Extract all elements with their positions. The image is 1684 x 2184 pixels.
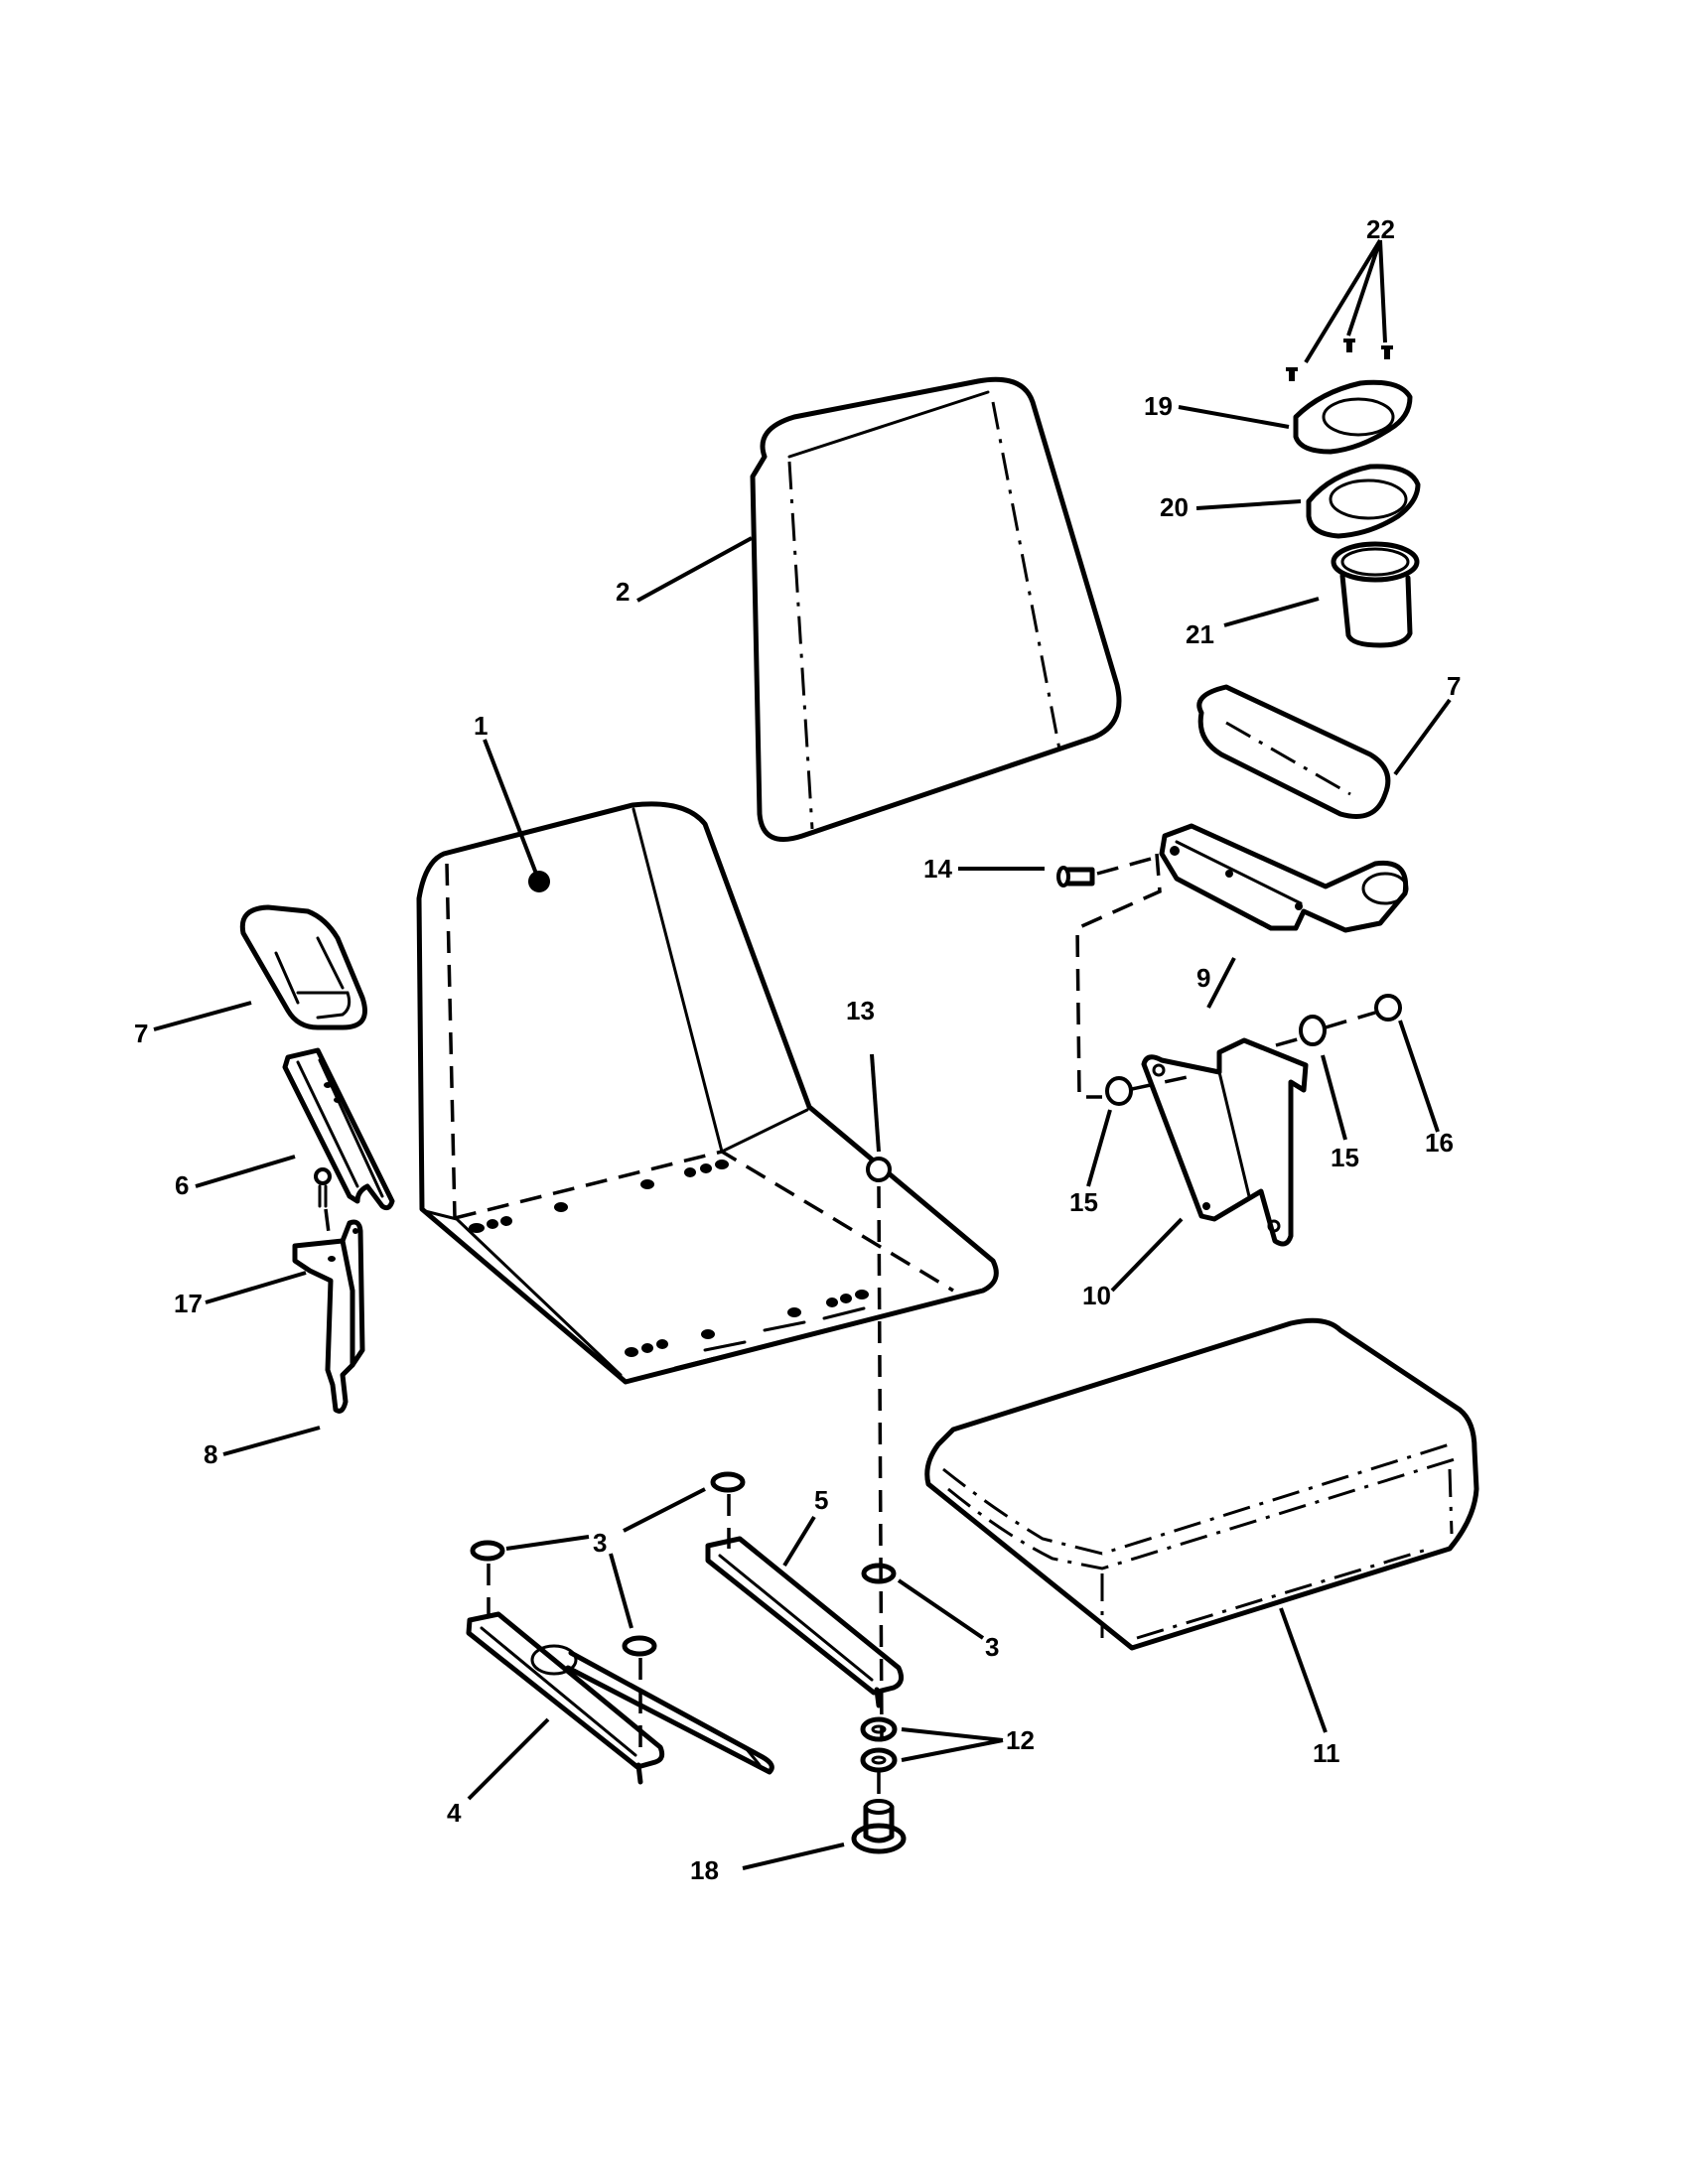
part-washers-3 — [470, 1471, 897, 1747]
callout-17: 17 — [174, 1289, 203, 1318]
part-cupholder-ring-19 — [1293, 379, 1413, 455]
callout-21: 21 — [1186, 619, 1214, 649]
part-spacer-18 — [851, 1799, 907, 1854]
part-nut-16 — [1374, 994, 1402, 1022]
callout-labels: 22 19 20 21 7 2 1 14 9 13 7 6 17 15 15 1… — [134, 214, 1461, 1885]
callout-11: 11 — [1313, 1738, 1340, 1768]
callout-16: 16 — [1425, 1128, 1454, 1158]
callout-1: 1 — [474, 711, 488, 741]
part-screw-17 — [314, 1167, 332, 1242]
callout-7-left: 7 — [134, 1019, 148, 1048]
part-washer-15-left — [1105, 1076, 1133, 1106]
part-screws-22 — [1286, 339, 1393, 381]
leader-lines — [153, 238, 1452, 1870]
callout-12: 12 — [1006, 1725, 1035, 1755]
callout-8: 8 — [204, 1439, 217, 1469]
callout-15-right: 15 — [1331, 1143, 1359, 1172]
dashed-line — [1275, 1011, 1376, 1047]
callout-22: 22 — [1366, 214, 1395, 244]
part-armrest-bracket-left — [282, 1047, 395, 1211]
callout-15-left: 15 — [1069, 1187, 1098, 1217]
callout-2: 2 — [616, 577, 630, 607]
reference-dot — [528, 871, 550, 892]
part-washer-15-right — [1299, 1015, 1327, 1046]
part-armrest-bracket-right — [1159, 823, 1409, 933]
part-cupholder-gasket-20 — [1306, 464, 1421, 539]
part-armrest-support-right — [1141, 1037, 1309, 1247]
callout-7-right: 7 — [1447, 671, 1461, 701]
callout-14: 14 — [923, 854, 952, 884]
dashed-line — [1131, 1073, 1197, 1091]
callout-6: 6 — [175, 1170, 189, 1200]
part-bolt-14 — [1056, 853, 1163, 1099]
callout-3-right: 3 — [985, 1632, 999, 1662]
part-slide-rail-5 — [705, 1536, 905, 1708]
part-seat-cushion — [924, 1317, 1479, 1651]
part-seat-pan-shell — [416, 801, 999, 1385]
callout-4: 4 — [447, 1798, 462, 1828]
callout-20: 20 — [1160, 492, 1189, 522]
callout-19: 19 — [1144, 391, 1173, 421]
part-slide-rail-4 — [466, 1611, 774, 1785]
callout-10: 10 — [1082, 1281, 1111, 1310]
part-cupholder-cup-21 — [1331, 541, 1420, 648]
part-armrest-pad-left — [239, 904, 367, 1030]
callout-9: 9 — [1196, 963, 1210, 993]
callout-13: 13 — [846, 996, 875, 1025]
part-armrest-support-left — [292, 1219, 365, 1414]
callout-3-left: 3 — [593, 1528, 607, 1558]
part-nut-13 — [866, 1157, 892, 1738]
part-armrest-pad-right — [1196, 684, 1391, 819]
part-washers-12 — [860, 1716, 898, 1797]
part-backrest-cushion — [750, 376, 1122, 842]
callout-5: 5 — [814, 1485, 828, 1515]
callout-18: 18 — [690, 1855, 719, 1885]
